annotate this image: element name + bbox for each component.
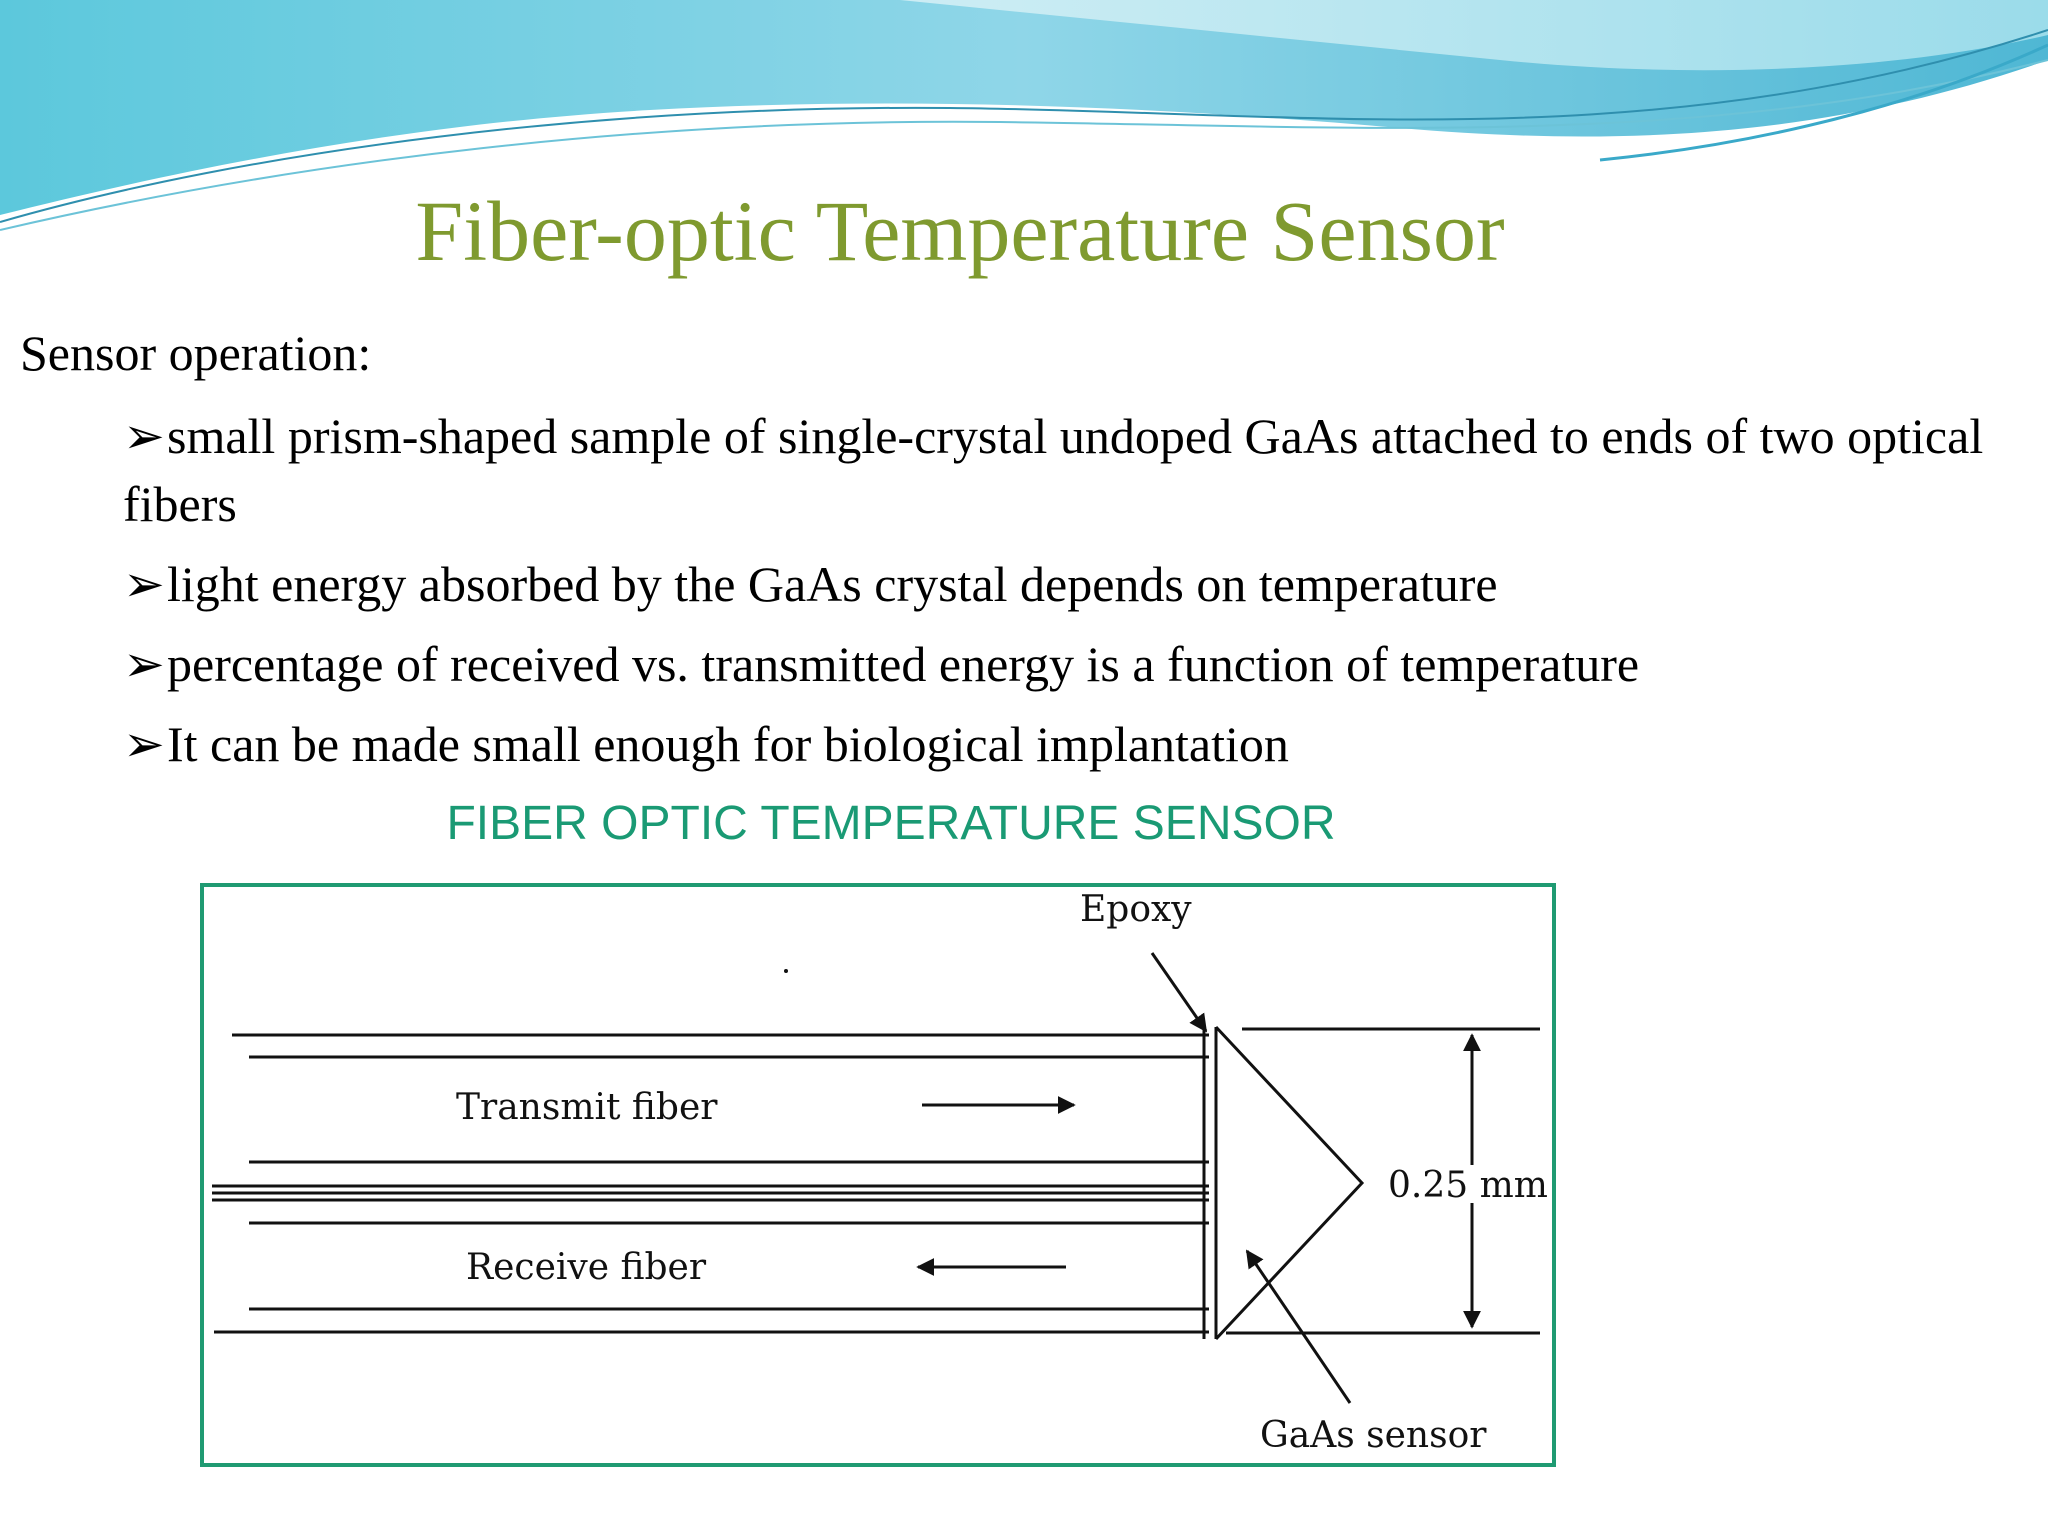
arrow-bullet-icon: ➢ [123, 636, 165, 692]
slide-title: Fiber-optic Temperature Sensor [415, 183, 1505, 279]
bullet-text: It can be made small enough for biologic… [167, 716, 1289, 772]
section-heading: Sensor operation: [20, 325, 372, 381]
speck-mark [784, 969, 788, 973]
bullet-item: ➢light energy absorbed by the GaAs cryst… [123, 550, 2003, 618]
receive-fiber-label: Receive fiber [466, 1247, 707, 1288]
sensor-diagram: Epoxy Transmit fiber Receive fiber 0.25 … [200, 883, 1556, 1467]
diagram-caption: FIBER OPTIC TEMPERATURE SENSOR [446, 797, 1336, 850]
gaas-prism [1214, 1025, 1365, 1341]
bullet-list: ➢small prism-shaped sample of single-cry… [123, 402, 2003, 790]
arrow-bullet-icon: ➢ [123, 716, 165, 772]
dimension-label: 0.25 mm [1388, 1165, 1548, 1206]
bullet-item: ➢percentage of received vs. transmitted … [123, 630, 2003, 698]
arrow-bullet-icon: ➢ [123, 408, 165, 464]
bullet-item: ➢It can be made small enough for biologi… [123, 710, 2003, 778]
bullet-text: percentage of received vs. transmitted e… [167, 636, 1640, 692]
epoxy-label: Epoxy [1080, 889, 1192, 930]
sensor-diagram-drawing: Epoxy Transmit fiber Receive fiber 0.25 … [212, 889, 1548, 1456]
bullet-item: ➢small prism-shaped sample of single-cry… [123, 402, 2003, 538]
gaas-leader-arrow [1245, 1249, 1352, 1404]
bullet-text: small prism-shaped sample of single-crys… [123, 408, 1984, 532]
arrow-bullet-icon: ➢ [123, 556, 165, 612]
transmit-fiber-label: Transmit fiber [456, 1087, 718, 1128]
bullet-text: light energy absorbed by the GaAs crysta… [167, 556, 1498, 612]
header-wave-decoration [0, 0, 2048, 231]
epoxy-leader-arrow [1150, 952, 1208, 1033]
gaas-sensor-label: GaAs sensor [1260, 1415, 1487, 1456]
